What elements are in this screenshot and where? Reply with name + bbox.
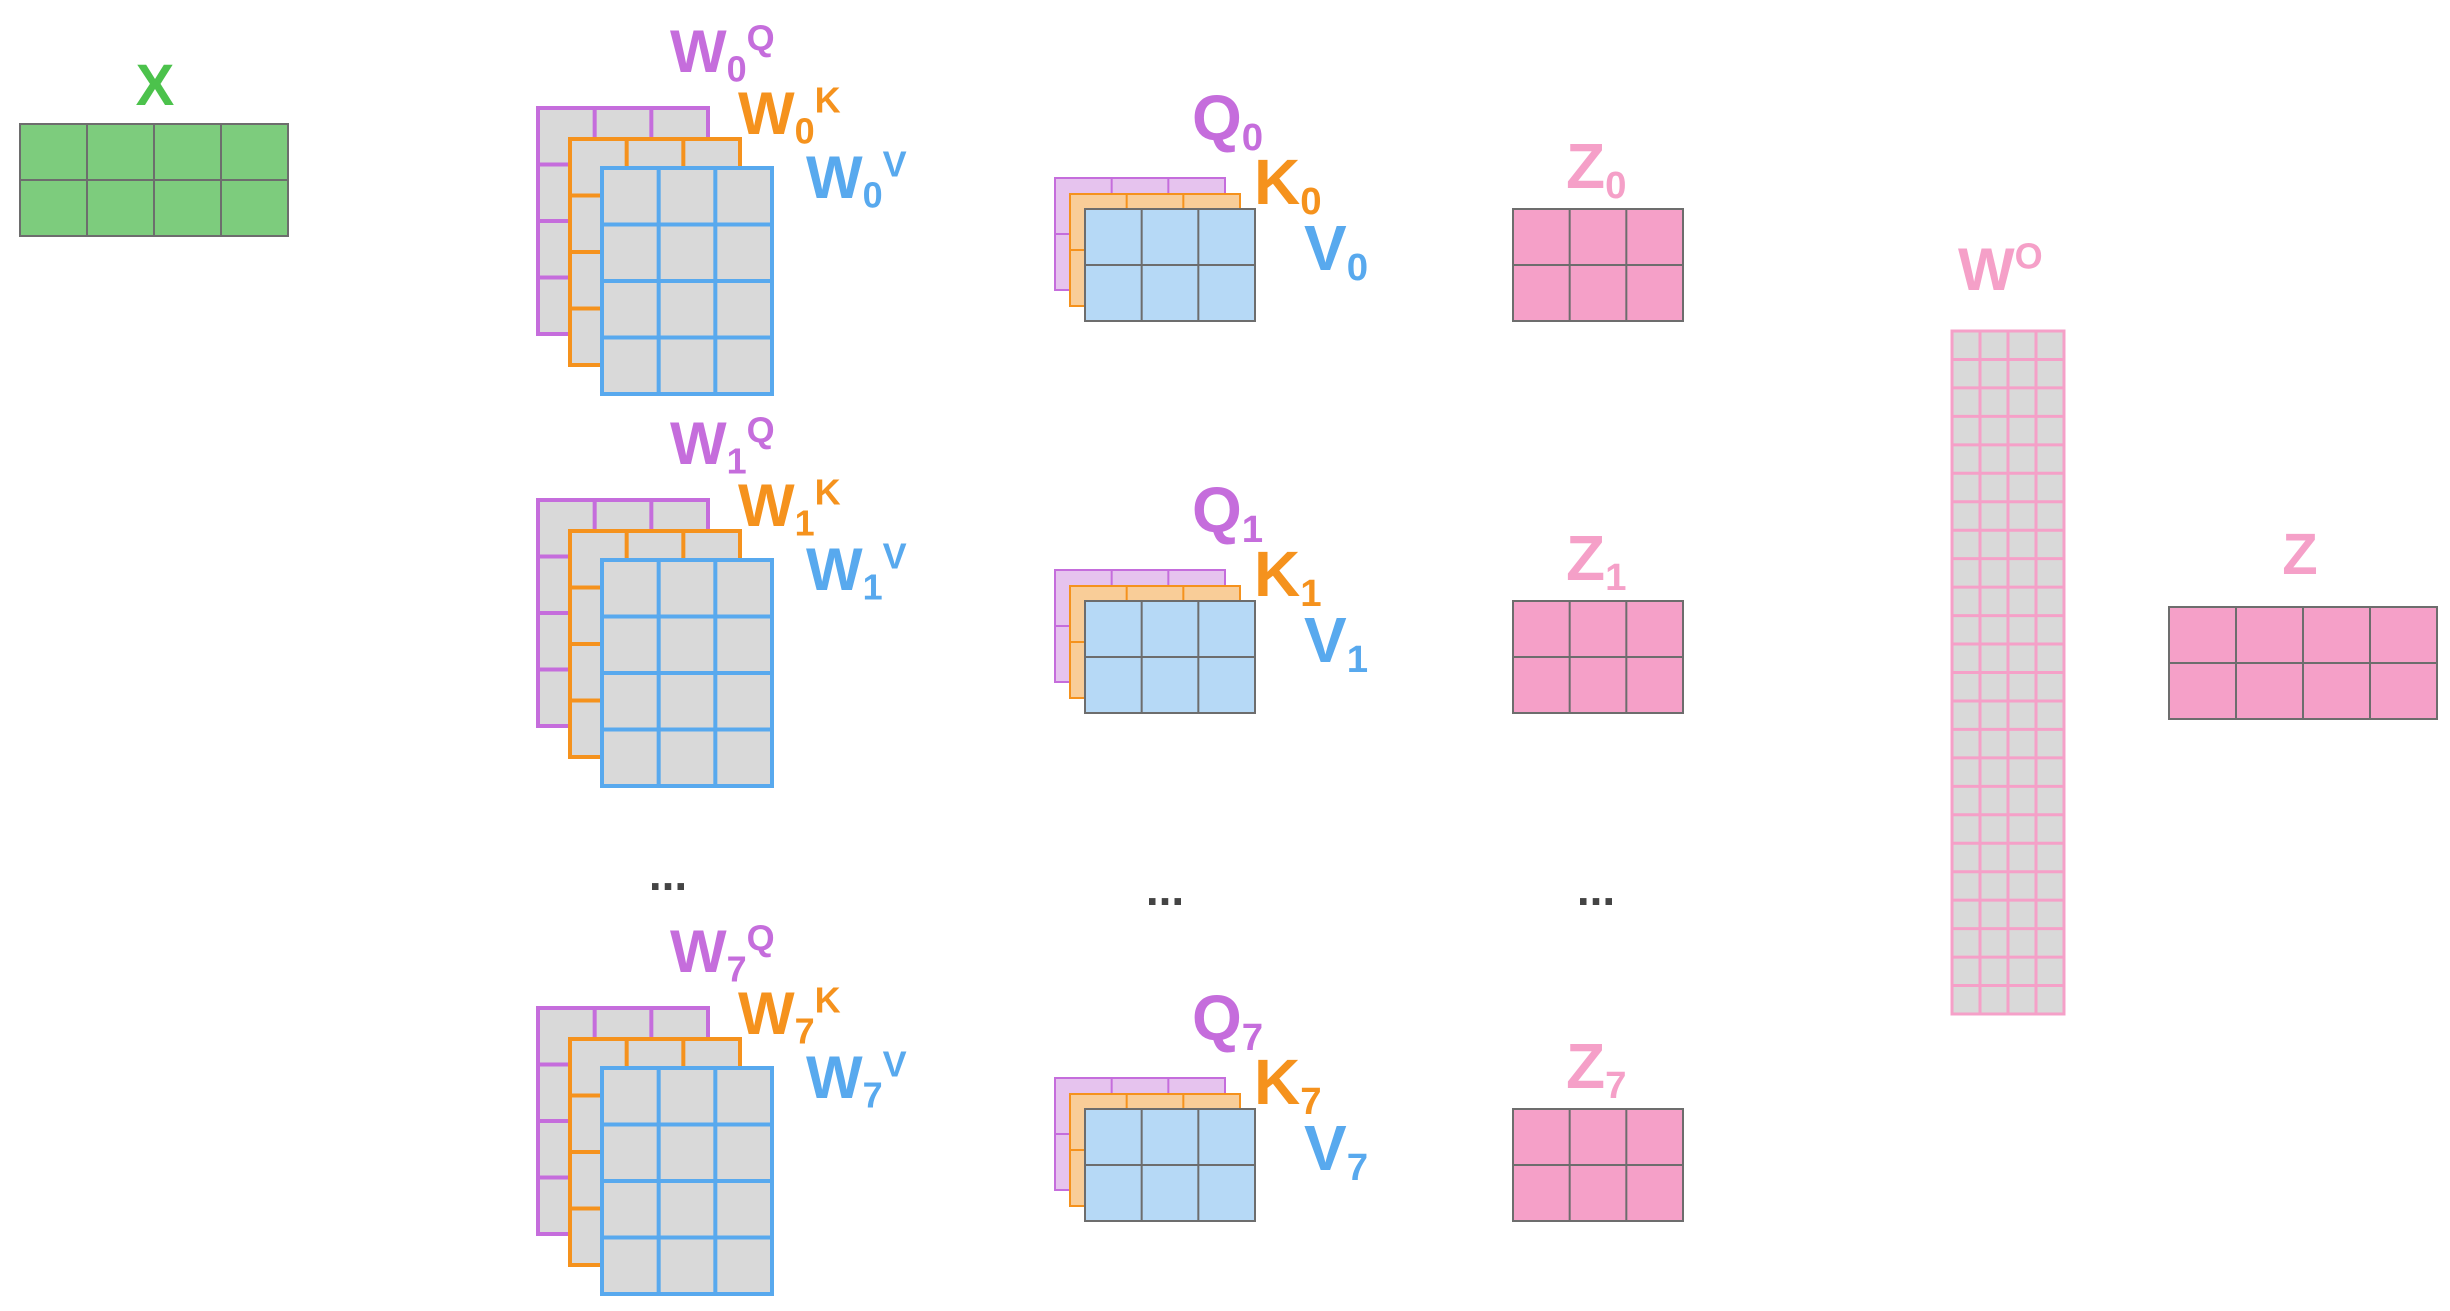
wq-label: W7Q	[670, 917, 775, 989]
q-label: Q0	[1192, 82, 1263, 159]
z-head-matrix	[1512, 600, 1684, 714]
output-projection: WO	[1950, 235, 2066, 1016]
q-label: Q1	[1192, 474, 1263, 551]
wv-label: W7V	[806, 1043, 907, 1115]
k-label: K1	[1254, 538, 1322, 615]
wv-matrix	[600, 1066, 774, 1296]
z-matrix	[2168, 606, 2438, 720]
x-matrix	[19, 123, 289, 237]
wo-matrix	[1950, 329, 2066, 1016]
z-head-matrix	[1512, 1108, 1684, 1222]
z-label: Z	[2282, 522, 2317, 587]
v-label: V0	[1304, 212, 1368, 289]
z-head-label: Z1	[1566, 522, 1626, 599]
x-label: X	[136, 53, 175, 118]
input-x: X	[19, 53, 289, 237]
wv-label: W0V	[806, 143, 907, 215]
wo-label: WO	[1958, 235, 2043, 303]
k-label: K7	[1254, 1046, 1322, 1123]
v-label: V1	[1304, 604, 1368, 681]
z-head-label: Z7	[1566, 1030, 1626, 1107]
wq-label: W1Q	[670, 409, 775, 481]
z-head-matrix	[1512, 208, 1684, 322]
z-head-label: Z0	[1566, 130, 1626, 207]
wk-label: W0K	[738, 79, 841, 151]
v-matrix	[1084, 600, 1256, 714]
v-matrix	[1084, 1108, 1256, 1222]
wk-label: W7K	[738, 979, 841, 1051]
wv-label: W1V	[806, 535, 907, 607]
wv-matrix	[600, 166, 774, 396]
q-label: Q7	[1192, 982, 1263, 1059]
ellipsis-3: ...	[1577, 863, 1615, 915]
wk-label: W1K	[738, 471, 841, 543]
v-matrix	[1084, 208, 1256, 322]
ellipsis-2: ...	[1146, 863, 1184, 915]
v-label: V7	[1304, 1112, 1368, 1189]
wv-matrix	[600, 558, 774, 788]
ellipsis-1: ...	[649, 848, 687, 900]
output-z: Z	[2168, 522, 2438, 720]
wq-label: W0Q	[670, 17, 775, 89]
k-label: K0	[1254, 146, 1322, 223]
